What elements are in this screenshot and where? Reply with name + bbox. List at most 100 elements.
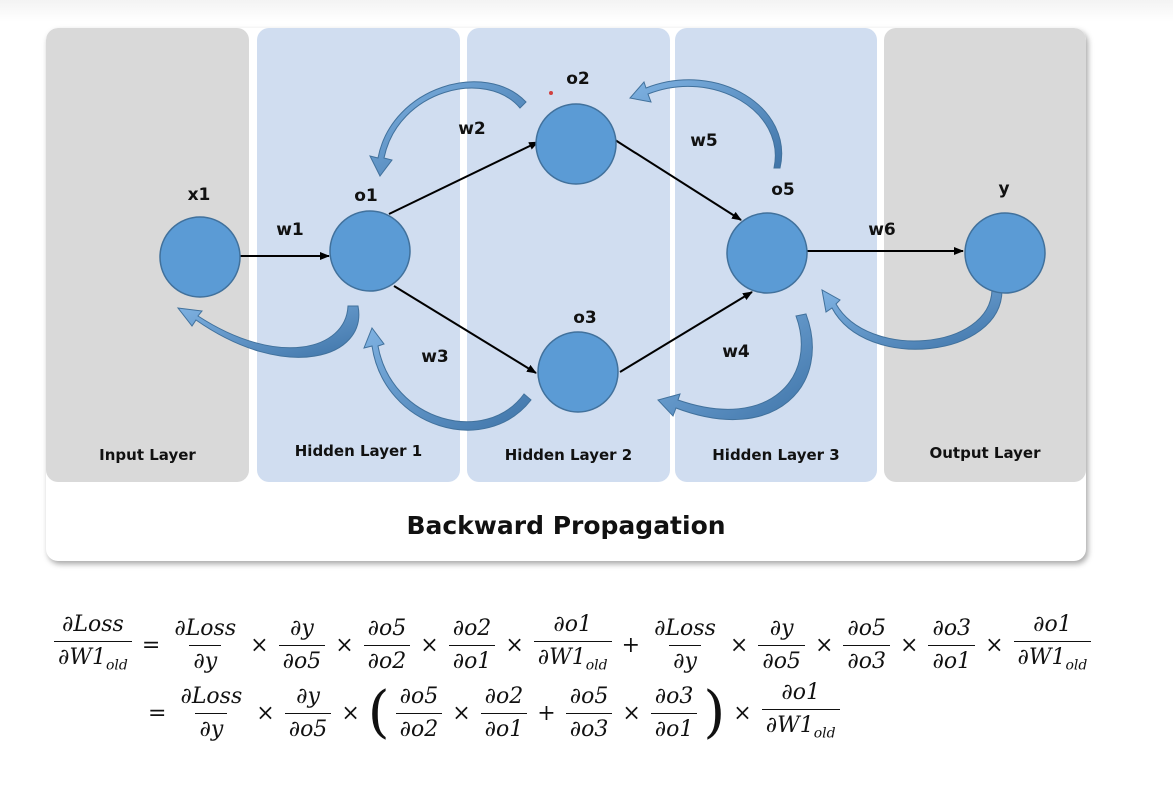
math-text: ∂o3 <box>569 716 609 742</box>
math-text: ∂Loss <box>654 615 716 641</box>
frac-num: ∂o1 <box>777 680 824 709</box>
frac-lhs: ∂Loss ∂W1old <box>54 612 132 678</box>
frac-num: ∂o5 <box>396 684 443 713</box>
frac-do2-do1: ∂o2 ∂o1 <box>448 616 496 675</box>
times-sign: × <box>335 632 354 658</box>
frac-do2-do1: ∂o2 ∂o1 <box>480 684 528 743</box>
frac-dloss-dy: ∂Loss ∂y <box>176 684 246 743</box>
frac-do5-do2: ∂o5 ∂o2 <box>395 684 443 743</box>
red-dot <box>549 91 553 95</box>
math-text: ∂o5 <box>399 683 439 709</box>
frac-num: ∂o3 <box>928 616 975 645</box>
times-sign: × <box>814 632 834 658</box>
math-text: ∂y <box>199 716 224 742</box>
left-paren: ( <box>367 680 390 746</box>
times-sign: × <box>985 632 1004 658</box>
frac-den: ∂y <box>669 644 701 675</box>
node-x1 <box>159 216 241 298</box>
frac-num: ∂y <box>292 684 324 713</box>
math-text: ∂y <box>296 683 320 709</box>
node-label-o3: o3 <box>573 308 597 328</box>
frac-den: ∂y <box>189 644 222 675</box>
math-text: ∂o5 <box>847 615 886 641</box>
frac-den: ∂o5 <box>284 712 332 743</box>
frac-den: ∂o3 <box>565 712 613 743</box>
top-bar <box>0 0 1173 22</box>
times-sign: × <box>250 632 269 658</box>
math-text: ∂y <box>673 648 697 674</box>
frac-num: ∂Loss <box>650 616 720 645</box>
frac-den: ∂o5 <box>758 644 805 675</box>
frac-num: ∂o1 <box>549 612 596 641</box>
edge-o3-o5 <box>619 291 753 373</box>
math-text: ∂o1 <box>932 648 972 674</box>
math-text: ∂o3 <box>932 615 972 641</box>
math-text: ∂Loss <box>62 612 124 637</box>
math-text: ∂o1 <box>781 680 820 705</box>
equation-line-1: ∂Loss ∂W1old = ∂Loss ∂y × ∂y ∂o5 × ∂o5 ∂… <box>50 612 1095 678</box>
frac-den: ∂y <box>195 712 228 743</box>
times-sign: × <box>733 700 752 726</box>
hidden-layer-2-label: Hidden Layer 2 <box>504 446 633 464</box>
frac-den: ∂W1old <box>1013 641 1092 678</box>
node-o5 <box>726 212 808 294</box>
frac-num: ∂Loss <box>170 616 240 645</box>
frac-den: ∂o1 <box>480 712 528 743</box>
node-label-o2: o2 <box>566 69 590 89</box>
math-sub: old <box>106 657 128 674</box>
math-text: ∂o1 <box>484 716 524 742</box>
frac-do5-do2: ∂o5 ∂o2 <box>363 616 411 675</box>
weight-label-w1: w1 <box>276 220 304 240</box>
weight-label-w5: w5 <box>690 131 718 151</box>
frac-den: ∂o3 <box>843 644 890 675</box>
math-text: ∂W1 <box>765 713 814 738</box>
diagram-card: Input Layer Hidden Layer 1 Hidden Layer … <box>46 28 1086 561</box>
math-sub: old <box>813 725 836 742</box>
node-o1 <box>329 210 411 292</box>
frac-den: ∂W1old <box>54 641 132 678</box>
frac-num: ∂o5 <box>364 616 411 645</box>
equals-sign: = <box>148 700 167 726</box>
frac-do1-dw1: ∂o1 ∂W1old <box>761 680 840 746</box>
times-sign: × <box>420 632 439 658</box>
backprop-arrow-o5-o3 <box>657 313 813 420</box>
frac-num: ∂o1 <box>1029 612 1076 641</box>
frac-num: ∂y <box>286 616 318 645</box>
math-text: ∂Loss <box>180 683 243 709</box>
math-text: ∂o2 <box>367 648 407 674</box>
frac-num: ∂Loss <box>176 684 246 713</box>
math-text: ∂o5 <box>569 683 609 709</box>
times-sign: × <box>341 700 360 726</box>
times-sign: × <box>452 700 471 726</box>
backprop-arrow-o5-o2 <box>629 79 783 169</box>
frac-den: ∂W1old <box>761 709 840 746</box>
network-diagram: x1 o1 o2 o3 o5 y w1 w2 w3 w4 w5 w6 <box>159 69 1046 431</box>
frac-dloss-dy: ∂Loss ∂y <box>650 616 720 675</box>
math-text: ∂o1 <box>654 716 694 742</box>
diagram-caption: Backward Propagation <box>406 511 726 540</box>
frac-dy-do5: ∂y ∂o5 <box>278 616 326 675</box>
math-text: ∂y <box>289 615 314 641</box>
times-sign: × <box>900 632 919 658</box>
frac-dloss-dy: ∂Loss ∂y <box>170 616 240 675</box>
node-label-x1: x1 <box>188 185 211 205</box>
backprop-arrow-o2-o1 <box>369 81 527 177</box>
weight-label-w4: w4 <box>722 342 750 362</box>
math-text: ∂o3 <box>654 683 694 709</box>
output-layer-label: Output Layer <box>929 444 1041 462</box>
frac-do1-dw1: ∂o1 ∂W1old <box>533 612 612 678</box>
edge-o2-o5 <box>611 137 742 221</box>
times-sign: × <box>505 632 524 658</box>
node-label-y: y <box>998 179 1009 199</box>
backprop-arrow-y-o5 <box>821 289 1003 350</box>
frac-num: ∂Loss <box>58 612 128 641</box>
math-text: ∂o1 <box>452 648 492 674</box>
weight-label-w2: w2 <box>458 119 486 139</box>
edge-o1-o3 <box>393 285 537 374</box>
math-text: ∂o1 <box>553 612 592 637</box>
math-text: ∂o2 <box>399 716 439 742</box>
math-sub: old <box>585 657 608 674</box>
frac-num: ∂o3 <box>651 684 698 713</box>
equals-sign: = <box>141 632 161 658</box>
frac-den: ∂o1 <box>928 644 976 675</box>
